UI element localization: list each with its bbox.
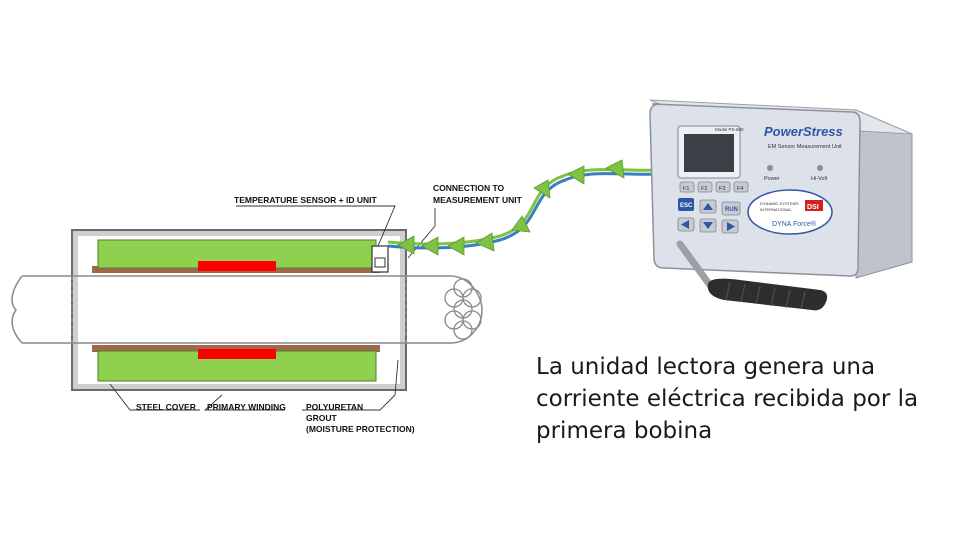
device-subtitle: EM Sensor Measurement Unit — [768, 144, 842, 150]
run-key-label: RUN — [725, 207, 738, 213]
dyna-force-label: DYNA Force® — [772, 220, 817, 228]
label-polyuretan-line1: POLYURETAN — [306, 402, 363, 412]
tendon-strand — [11, 275, 483, 344]
hivolt-led-icon — [817, 165, 823, 171]
esc-key[interactable] — [678, 198, 694, 211]
arrow-left-icon — [681, 220, 689, 229]
label-polyuretan-line3: (MOISTURE PROTECTION) — [306, 424, 415, 434]
company-line1: DYNAMIC SYSTEMS — [760, 201, 799, 206]
arrow-up-icon — [703, 203, 713, 210]
run-key[interactable] — [721, 201, 741, 216]
grout-lower — [92, 345, 380, 352]
cable-arrow-icon — [447, 236, 465, 256]
caption-line1: La unidad lectora genera una — [536, 354, 876, 380]
power-led-icon — [767, 165, 773, 171]
cable-arrow-icon — [421, 236, 439, 256]
f1-key[interactable] — [679, 181, 695, 193]
caption-line3: primera bobina — [536, 418, 713, 444]
function-keys: F1 F2 F3 F4 — [679, 181, 749, 193]
hivolt-label: Hi-Volt — [811, 176, 828, 182]
esc-key-label: ESC — [680, 203, 693, 209]
caption: La unidad lectora genera una corriente e… — [536, 351, 956, 447]
cable-arrow-icon — [397, 235, 415, 255]
power-label: Power — [764, 176, 780, 182]
device-screen — [684, 134, 734, 172]
cable-arrow-icon — [475, 232, 495, 252]
label-connection-line2: MEASUREMENT UNIT — [433, 195, 523, 205]
cable-arrow-icon — [533, 179, 551, 199]
temperature-sensor-unit — [371, 245, 389, 273]
f3-key[interactable] — [715, 181, 731, 193]
cable-arrow-icon — [605, 159, 625, 179]
cable-arrow-icon — [567, 165, 585, 185]
sensor-cross-section: TEMPERATURE SENSOR + ID UNIT CONNECTION … — [11, 183, 523, 434]
label-connection-line1: CONNECTION TO — [433, 183, 505, 193]
cable-arrow-icon — [511, 215, 531, 233]
device-model: Model PS-600 — [715, 127, 744, 132]
secondary-coil-upper — [198, 261, 276, 271]
caption-line2: corriente eléctrica recibida por la — [536, 386, 919, 412]
f2-key[interactable] — [697, 181, 713, 193]
arrow-down-icon — [703, 222, 713, 229]
arrow-right-icon — [727, 222, 735, 231]
label-polyuretan-line2: GROUT — [306, 413, 338, 423]
label-temperature-sensor: TEMPERATURE SENSOR + ID UNIT — [234, 195, 378, 205]
measurement-unit: Model PS-600 PowerStress EM Sensor Measu… — [649, 99, 913, 311]
f4-key[interactable] — [733, 181, 749, 193]
device-handle[interactable] — [707, 278, 828, 311]
company-line2: INTERNATIONAL — [760, 207, 792, 212]
f3-key-label: F3 — [719, 186, 725, 192]
device-brand: PowerStress — [764, 124, 843, 139]
f4-key-label: F4 — [737, 186, 743, 192]
dsi-logo-text: DSI — [807, 204, 819, 211]
connection-cable — [387, 159, 661, 256]
navigation-keys: ESC RUN — [677, 198, 741, 234]
f1-key-label: F1 — [683, 186, 689, 192]
secondary-coil-lower — [198, 349, 276, 359]
f2-key-label: F2 — [701, 186, 707, 192]
label-steel-cover: STEEL COVER — [136, 402, 196, 412]
dsi-logo-icon — [805, 200, 823, 211]
label-primary-winding: PRIMARY WINDING — [207, 402, 286, 412]
